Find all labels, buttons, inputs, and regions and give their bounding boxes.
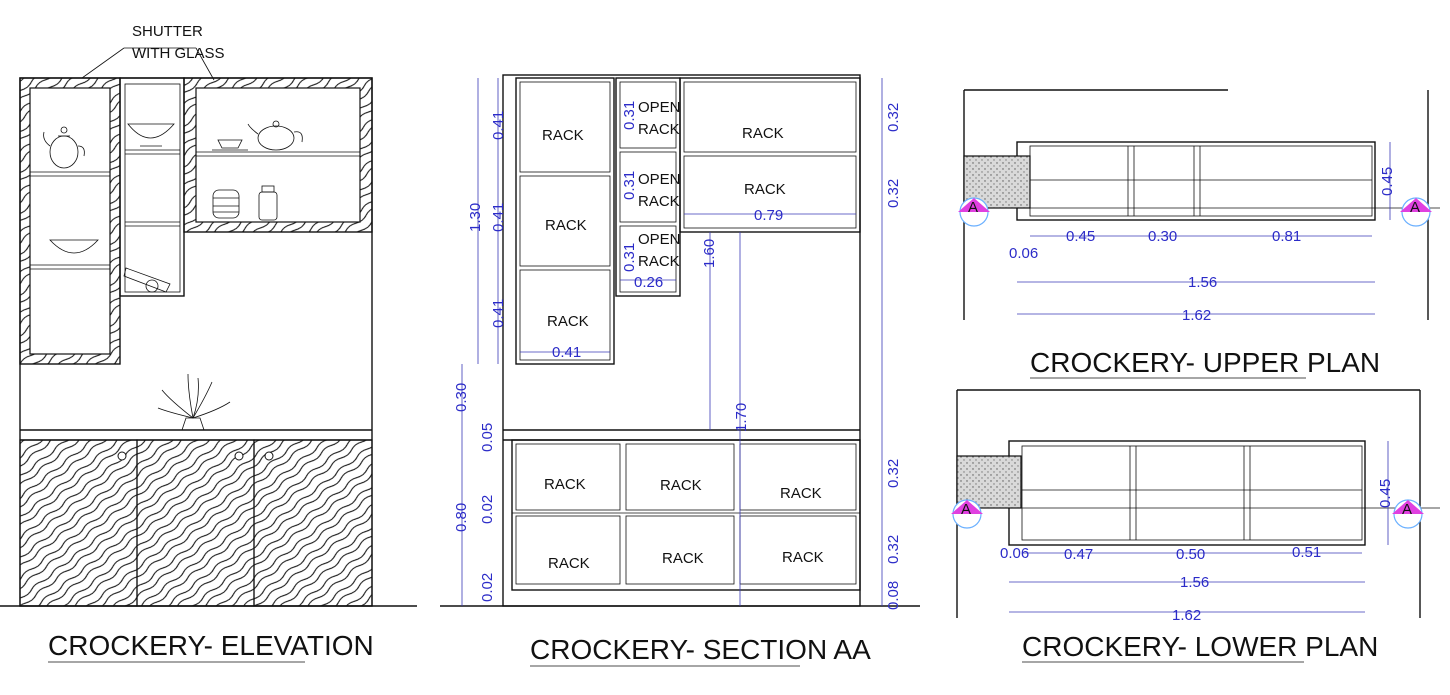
lower-plan-view: A A 0.06 0.47 0.50 0.51 1.56 1.62 0.45 C… (951, 389, 1440, 663)
section-title: CROCKERY- SECTION AA (530, 634, 871, 665)
dim-upper-depth: 0.45 (1379, 167, 1396, 196)
dim-right-h: 0.32 (885, 459, 902, 488)
dim-lower-depth: 0.45 (1377, 479, 1394, 508)
dim-right-h: 0.32 (885, 179, 902, 208)
rack-label: RACK (638, 253, 680, 270)
rack-label: RACK (638, 121, 680, 138)
dim-upper-d3: 0.81 (1272, 228, 1301, 245)
dim-lower-total: 1.62 (1172, 607, 1201, 624)
dim-lower-offset: 0.06 (1000, 545, 1029, 562)
rack-label: RACK (662, 550, 704, 567)
open-label: OPEN (638, 171, 681, 188)
lower-plan-title: CROCKERY- LOWER PLAN (1022, 631, 1378, 662)
dim-left-gap: 0.30 (453, 383, 470, 412)
rack-label: RACK (780, 485, 822, 502)
base-shutter-1 (19, 439, 138, 607)
wall-section (956, 455, 1022, 509)
upper-plan-view: A A 0.45 0.30 0.81 0.06 1.56 1.62 0.45 C… (958, 89, 1440, 379)
open-label: OPEN (638, 231, 681, 248)
dim-plinth-r: 0.08 (885, 581, 902, 610)
teapot-icon (212, 120, 303, 151)
rack-label: RACK (548, 555, 590, 572)
dim-plinth-l: 0.02 (479, 495, 496, 524)
dim-left-total: 1.30 (467, 203, 484, 232)
plates-stack-icon (212, 185, 278, 221)
rack-label: RACK (638, 193, 680, 210)
dim-mid-h1: 1.60 (701, 239, 718, 268)
dim-open-w: 0.26 (634, 274, 663, 291)
dim-right-w: 0.79 (754, 207, 783, 224)
rack-label: RACK (782, 549, 824, 566)
section-view: RACK RACK RACK RACK RACK OPEN RACK OPEN … (440, 74, 920, 667)
svg-text:A: A (968, 199, 978, 216)
base-shutter-3 (253, 439, 373, 607)
dim-open-h: 0.31 (621, 243, 638, 272)
dim-lower-inner: 1.56 (1180, 574, 1209, 591)
bowl-icon (49, 123, 175, 254)
dim-rack-h: 0.41 (490, 111, 507, 140)
section-marker-left: A (951, 499, 983, 529)
elevation-view: SHUTTER WITH GLASS CROCKERY- ELEVATION (0, 23, 417, 663)
dim-top-l: 0.05 (479, 423, 496, 452)
bottle-icon (123, 267, 171, 293)
dim-open-h: 0.31 (621, 101, 638, 130)
dim-rack-h: 0.41 (490, 299, 507, 328)
section-marker-left: A (958, 197, 990, 227)
dim-rack-h: 0.41 (490, 203, 507, 232)
rack-label: RACK (744, 181, 786, 198)
elevation-title: CROCKERY- ELEVATION (48, 630, 374, 661)
base-shutter-2 (136, 439, 255, 607)
rack-label: RACK (660, 477, 702, 494)
dim-plinth-l: 0.02 (479, 573, 496, 602)
dim-right-h: 0.32 (885, 535, 902, 564)
rack-label: RACK (542, 127, 584, 144)
dim-mid-h2: 1.70 (733, 403, 750, 432)
rack-label: RACK (545, 217, 587, 234)
dim-left-base: 0.80 (453, 503, 470, 532)
svg-text:A: A (961, 501, 971, 518)
svg-text:A: A (1402, 501, 1412, 518)
note-line-2: WITH GLASS (132, 45, 225, 62)
dim-lower-d2: 0.50 (1176, 546, 1205, 563)
open-label: OPEN (638, 99, 681, 116)
section-marker-right: A (1400, 197, 1432, 227)
dim-lower-d1: 0.47 (1064, 546, 1093, 563)
dim-rack-w: 0.41 (552, 344, 581, 361)
rack-label: RACK (544, 476, 586, 493)
dim-upper-d2: 0.30 (1148, 228, 1177, 245)
section-marker-right: A (1392, 499, 1424, 529)
note-line-1: SHUTTER (132, 23, 203, 40)
plant-icon (157, 373, 231, 431)
rack-label: RACK (742, 125, 784, 142)
rack-label: RACK (547, 313, 589, 330)
svg-text:A: A (1410, 199, 1420, 216)
dim-open-h: 0.31 (621, 171, 638, 200)
dim-right-h: 0.32 (885, 103, 902, 132)
dim-upper-offset: 0.06 (1009, 245, 1038, 262)
dim-upper-inner: 1.56 (1188, 274, 1217, 291)
upper-plan-title: CROCKERY- UPPER PLAN (1030, 347, 1380, 378)
kettle-icon (43, 126, 85, 169)
dim-lower-d3: 0.51 (1292, 544, 1321, 561)
dim-upper-d1: 0.45 (1066, 228, 1095, 245)
dim-upper-total: 1.62 (1182, 307, 1211, 324)
